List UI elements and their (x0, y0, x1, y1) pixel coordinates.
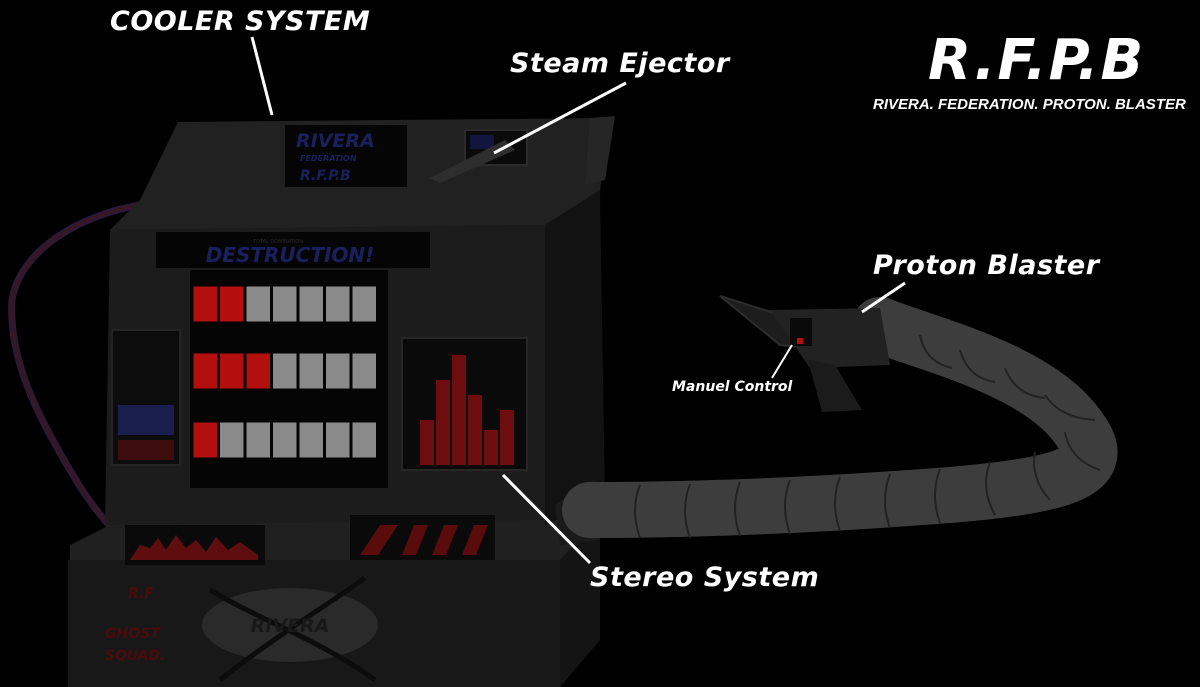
meter-cell (272, 285, 298, 323)
blaster-control-panel (790, 318, 812, 346)
base-text-squad: SQUAD. (105, 648, 166, 664)
meter-cell (245, 285, 271, 323)
cooler-system-label: COOLER SYSTEM (110, 6, 371, 37)
base-logo-swoosh (208, 575, 377, 683)
brand-title: R.F.P.B (928, 28, 1146, 93)
hose-segments (634, 334, 1101, 539)
meter-cell (298, 285, 324, 323)
proton-leader (861, 281, 906, 314)
plate-text-2: FEDERATION (300, 154, 357, 163)
pack-body-side (545, 190, 605, 525)
steam-ejector-label: Steam Ejector (510, 48, 730, 79)
meter-cell (192, 352, 218, 390)
brand-subtitle: RIVERA. FEDERATION. PROTON. BLASTER (873, 96, 1186, 113)
meter-cell (219, 352, 245, 390)
meter-cell (351, 421, 377, 459)
main-display (156, 232, 430, 268)
meter-cell (351, 352, 377, 390)
display-main-text: DESTRUCTION! (206, 243, 375, 267)
steam-leader (493, 81, 627, 155)
meter-cell (298, 352, 324, 390)
base-text-rf: R.F (128, 586, 154, 602)
meter-cell (192, 421, 218, 459)
cooler-coil-highlight (10, 203, 141, 533)
meter-cell (192, 285, 218, 323)
waveform (130, 535, 258, 560)
plate-text-1: RIVERA (296, 130, 375, 152)
meter-cell (272, 421, 298, 459)
meter-cell (219, 285, 245, 323)
meter-cell (351, 285, 377, 323)
left-gauge-fill-blue (118, 405, 174, 435)
digit-bars (360, 525, 488, 555)
blaster-grip (808, 360, 862, 412)
rivera-label-plate (285, 125, 407, 187)
manual-control-label: Manuel Control (672, 379, 793, 395)
equalizer-bars (420, 355, 514, 465)
manual-control-leader (771, 344, 793, 379)
proton-hose (562, 297, 1118, 538)
steam-ejector-nozzle (430, 140, 515, 183)
left-gauge-fill-red (118, 440, 174, 460)
meter-cell (325, 421, 351, 459)
meter-cell (245, 352, 271, 390)
proton-blaster-label: Proton Blaster (873, 250, 1100, 281)
stereo-leader (501, 473, 592, 565)
base-logo-emblem (202, 588, 378, 662)
plate-text-3: R.F.P.B (300, 168, 351, 184)
meter-cell (219, 421, 245, 459)
meter-cell (245, 421, 271, 459)
meter-cell (325, 285, 351, 323)
base-logo-text: RIVERA (251, 615, 330, 637)
display-small: TOTAL DOMINATION (252, 239, 303, 245)
meter-cell (298, 421, 324, 459)
stereo-system-label: Stereo System (590, 562, 820, 593)
meter-cell (325, 352, 351, 390)
cooler-leader (250, 36, 274, 116)
steam-ejector-window (470, 135, 494, 149)
blaster-indicator-red (797, 338, 803, 344)
meter-bars (192, 285, 377, 459)
meter-cell (272, 352, 298, 390)
base-text-ghost: GHOST (105, 626, 161, 642)
steam-vent-fin (585, 116, 615, 185)
